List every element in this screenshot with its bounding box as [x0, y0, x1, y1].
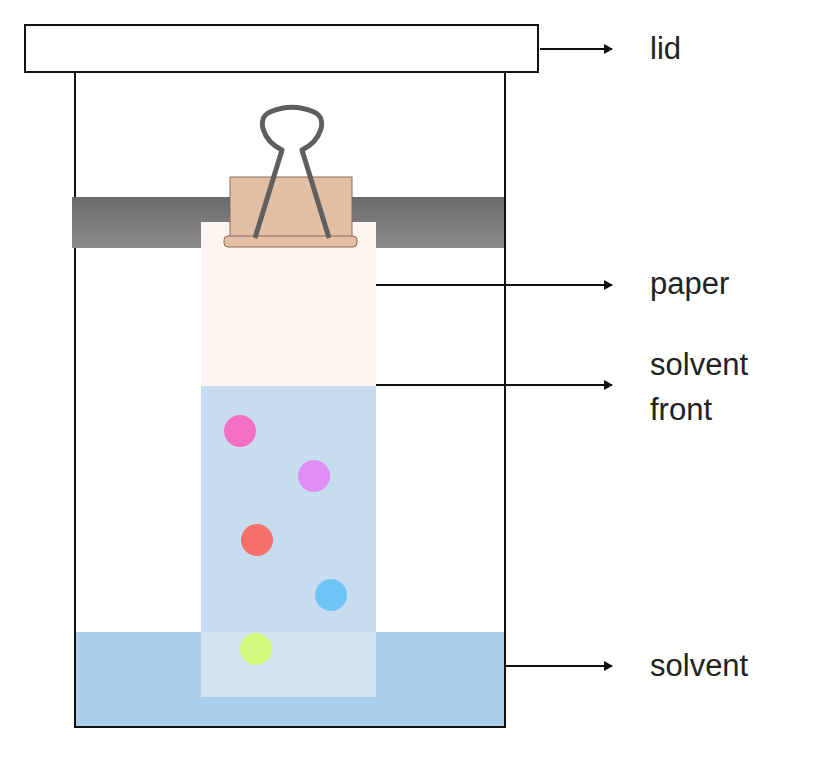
leader-arrow [505, 665, 612, 667]
leader-arrow [376, 284, 612, 286]
paper-strip [201, 222, 376, 386]
part-label: lid [650, 27, 800, 72]
pigment-spot [241, 524, 273, 556]
pigment-spot [298, 460, 330, 492]
solvent-liquid [75, 632, 505, 727]
pigment-spot [224, 415, 256, 447]
beaker [75, 72, 505, 727]
wet-paper [201, 386, 376, 632]
binder-clip [224, 236, 357, 247]
binder-clip [230, 177, 352, 239]
lid-shape [25, 25, 538, 72]
wet-paper [201, 632, 376, 697]
pigment-spot [240, 633, 272, 665]
leader-arrow [540, 48, 612, 50]
pigment-spot [315, 579, 347, 611]
clip-wire [255, 108, 329, 239]
part-label: solvent [650, 644, 800, 689]
part-label: paper [650, 262, 800, 307]
leader-arrow [376, 384, 612, 386]
part-label: solvent front [650, 343, 790, 433]
